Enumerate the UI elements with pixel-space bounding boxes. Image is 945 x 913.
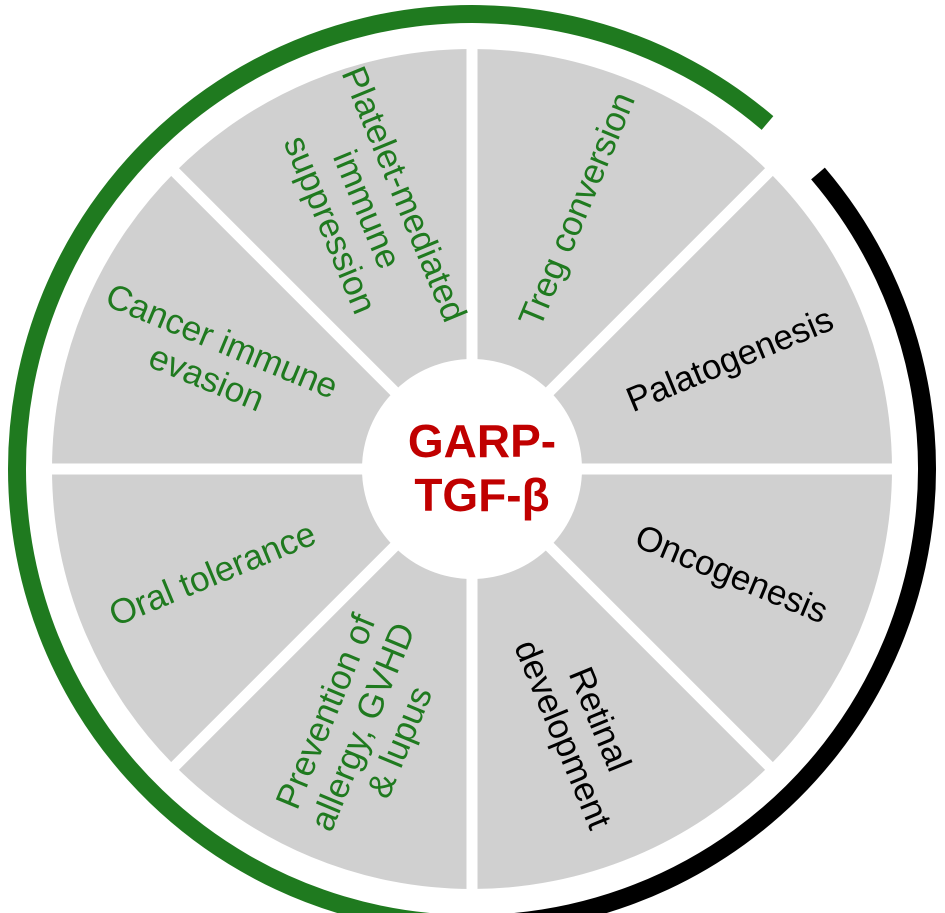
segment-cancer-immune-evasion <box>52 172 472 470</box>
segment-retinal-development <box>472 469 769 889</box>
center-label-line-1: GARP- <box>408 415 556 467</box>
outer-arcs <box>8 5 936 913</box>
segment-prevention <box>175 469 473 889</box>
segment-oral-tolerance <box>52 469 472 766</box>
segment-treg-conversion <box>472 49 769 469</box>
wheel-segments <box>52 49 892 889</box>
segment-palatogenesis <box>472 172 892 470</box>
outer-arc-green <box>8 5 774 913</box>
segment-oncogenesis <box>472 469 892 766</box>
center-circle <box>362 359 582 579</box>
center-label-line-2: TGF-β <box>414 469 549 521</box>
center-hub: GARP- TGF-β <box>362 359 582 579</box>
outer-arc-black <box>513 167 936 913</box>
segment-platelet-immune-suppression <box>175 49 473 469</box>
